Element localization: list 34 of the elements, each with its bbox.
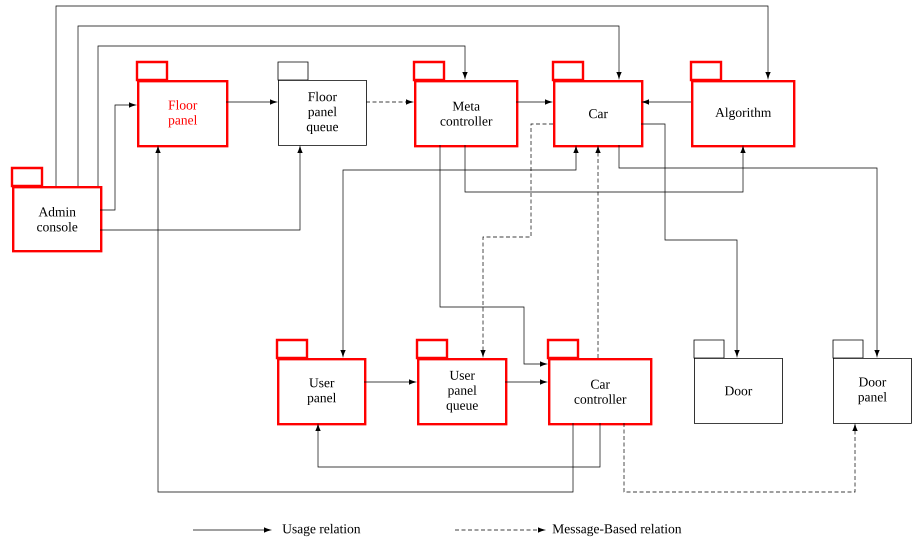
arrow bbox=[315, 422, 600, 468]
arrow bbox=[100, 102, 136, 210]
arrow bbox=[340, 146, 579, 357]
package-box: Door bbox=[694, 340, 783, 424]
package-box: Floor panel bbox=[136, 60, 228, 148]
package-box: Floor panel queue bbox=[278, 62, 367, 146]
arrow bbox=[642, 100, 692, 105]
arrow bbox=[100, 146, 303, 230]
arrow bbox=[156, 146, 574, 492]
arrow bbox=[618, 144, 880, 357]
package-box: Car bbox=[552, 60, 644, 148]
package-box: Door panel bbox=[832, 340, 912, 424]
arrow bbox=[640, 124, 740, 357]
arrow bbox=[516, 100, 552, 105]
arrow bbox=[226, 100, 277, 105]
package-box: Meta controller bbox=[412, 60, 518, 148]
arrow bbox=[440, 144, 547, 367]
arrow bbox=[480, 124, 554, 357]
arrow bbox=[366, 100, 413, 105]
arrow bbox=[596, 146, 601, 358]
legend-label: Message-Based relation bbox=[552, 524, 682, 536]
package-box: User panel bbox=[276, 338, 366, 426]
package-box: Algorithm bbox=[690, 60, 796, 148]
arrow bbox=[56, 6, 771, 186]
arrow bbox=[464, 144, 746, 192]
arrow bbox=[504, 379, 547, 385]
arrow bbox=[78, 26, 622, 186]
arrow bbox=[624, 422, 858, 492]
package-box: User panel queue bbox=[416, 338, 508, 426]
package-box: Admin console bbox=[10, 166, 102, 252]
package-box: Car controller bbox=[546, 338, 652, 426]
legend-label: Usage relation bbox=[282, 524, 360, 536]
arrow bbox=[98, 46, 468, 186]
arrow bbox=[364, 379, 416, 385]
